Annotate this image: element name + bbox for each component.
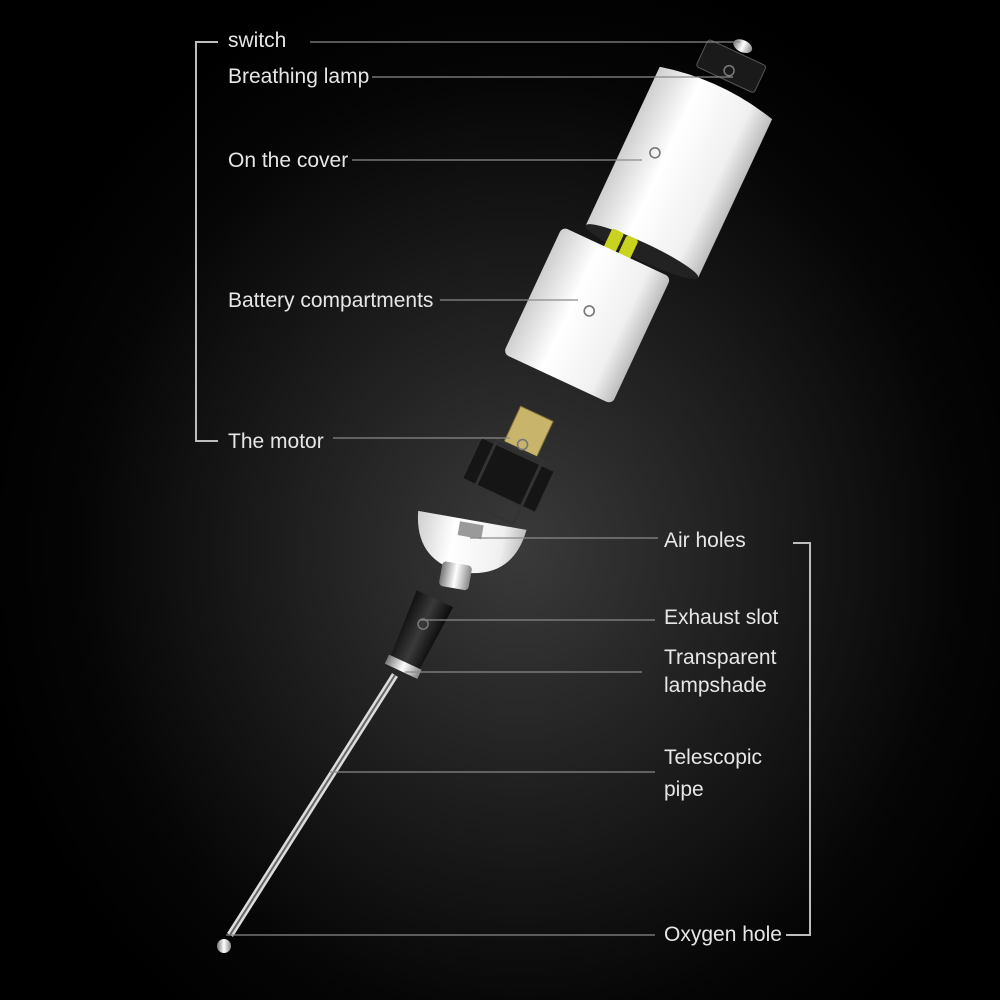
right-bracket [786, 542, 811, 936]
left-bracket [195, 41, 218, 442]
switch-part [696, 39, 767, 93]
label-exhaust-slot: Exhaust slot [664, 606, 779, 629]
telescopic-pipe-part [217, 673, 398, 953]
label-breathing-lamp: Breathing lamp [228, 65, 369, 88]
label-motor: The motor [228, 430, 324, 453]
motor-part [461, 405, 555, 527]
label-lampshade-1: Transparent [664, 646, 777, 669]
air-holes-part [417, 510, 527, 591]
battery-part [505, 228, 670, 403]
label-lampshade-2: lampshade [664, 674, 767, 697]
label-oxygen-hole: Oxygen hole [664, 923, 782, 946]
label-air-holes: Air holes [664, 529, 746, 552]
label-switch: switch [228, 29, 286, 52]
label-pipe-2: pipe [664, 778, 704, 801]
label-battery: Battery compartments [228, 289, 433, 312]
exhaust-slot-part [384, 590, 454, 679]
label-cover: On the cover [228, 149, 348, 172]
label-pipe-1: Telescopic [664, 746, 762, 769]
